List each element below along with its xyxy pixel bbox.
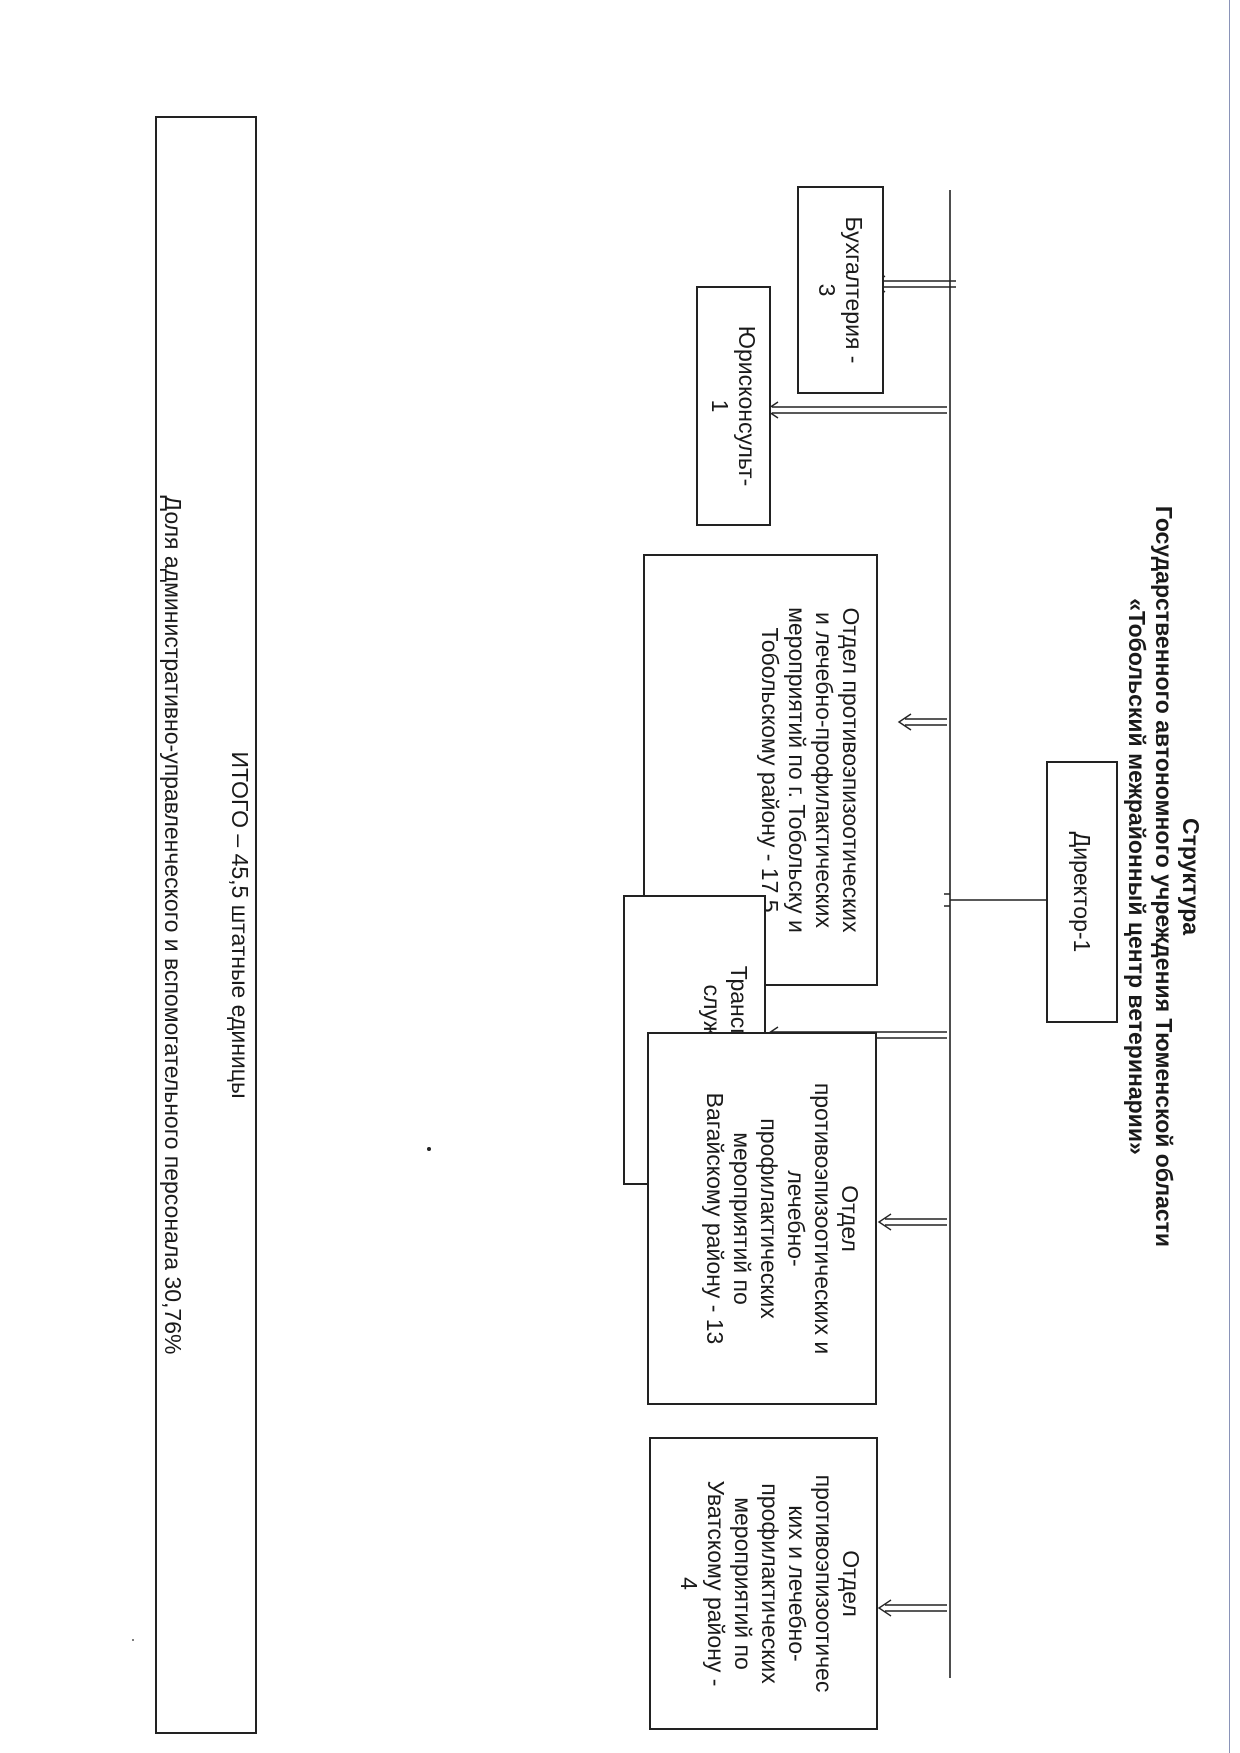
box-summary: ИТОГО – 45,5 штатные единицы Доля админи… — [155, 116, 257, 1734]
box-legal: Юрисконсульт- 1 — [696, 286, 771, 526]
box-dept-vagai: Отдел противоэпизоотических и лечебно- п… — [647, 1032, 877, 1405]
connector-dept-uvat — [885, 1604, 947, 1612]
arrowhead-dept-uvat — [877, 1599, 892, 1617]
director-label: Директор-1 — [1069, 831, 1096, 953]
dept-tobolsk-label: Отдел противоэпизоотических и лечебно-пр… — [757, 607, 864, 933]
connector-dept-tobolsk — [905, 718, 947, 726]
arrowhead-dept-tobolsk — [897, 713, 912, 731]
connector-legal — [772, 406, 947, 414]
box-accounting: Бухгалтерия - 3 — [797, 186, 884, 394]
connector-accounting — [879, 280, 956, 288]
summary-total: ИТОГО – 45,5 штатные единицы — [227, 751, 253, 1099]
dept-vagai-label: Отдел противоэпизоотических и лечебно- п… — [702, 1082, 863, 1355]
scan-speck — [427, 1147, 431, 1151]
accounting-label: Бухгалтерия - 3 — [814, 216, 868, 364]
summary-share: Доля административно-управленческого и в… — [160, 495, 186, 1355]
box-dept-uvat: Отдел противоэпизоотичес ких и лечебно- … — [649, 1437, 878, 1730]
connector-dept-vagai — [885, 1218, 947, 1226]
dept-uvat-label: Отдел противоэпизоотичес ких и лечебно- … — [676, 1474, 864, 1693]
legal-label: Юрисконсульт- 1 — [707, 325, 761, 487]
box-director: Директор-1 — [1046, 761, 1118, 1023]
connector-director-arrow — [944, 893, 950, 907]
arrowhead-dept-vagai — [877, 1213, 892, 1231]
scan-speck — [132, 1639, 134, 1641]
